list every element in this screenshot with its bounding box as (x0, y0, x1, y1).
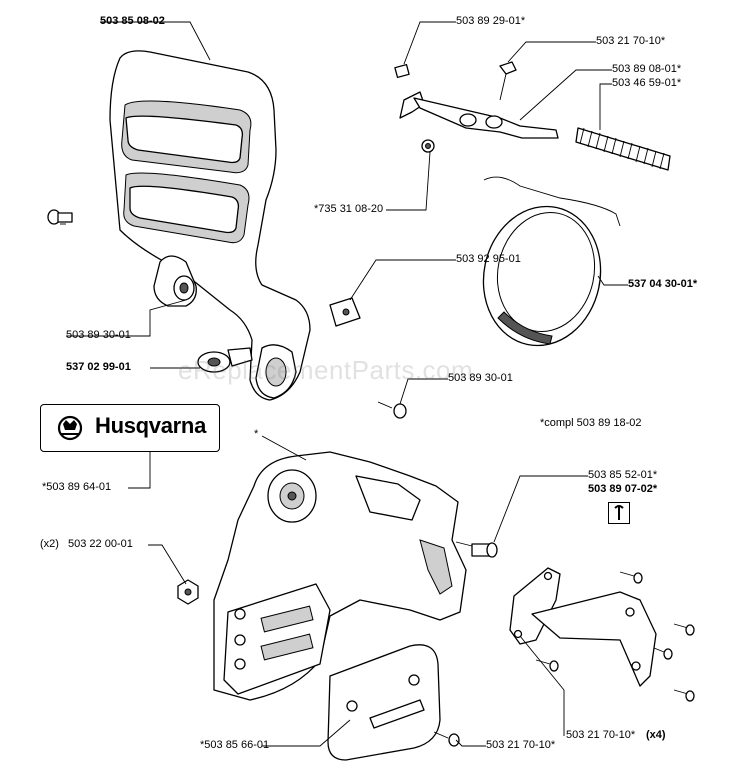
front-handguard (109, 50, 311, 401)
logo-text: Husqvarna (95, 413, 207, 438)
screw-mid (377, 401, 407, 419)
label-nut: 503 22 00-01 (68, 538, 133, 550)
label-screw-mid: 503 89 30-01 (448, 372, 513, 384)
label-bushing: 537 02 99-01 (66, 361, 131, 373)
right-brackets (509, 567, 657, 687)
clutch-cover (213, 451, 467, 701)
screw-bottom (433, 731, 460, 747)
label-spring-a: 503 89 08-01* (612, 63, 682, 75)
label-cover-star: * (254, 428, 259, 440)
label-pin-b: 503 89 07-02* (588, 483, 658, 495)
washer (329, 297, 361, 327)
watermark: eReplacementParts.com (178, 355, 474, 385)
label-decal: *503 89 64-01 (42, 481, 112, 493)
label-top-pin: 503 89 29-01* (456, 15, 526, 27)
label-nut-qty: (x2) (40, 538, 59, 550)
label-handguard: 503 85 08-02 (100, 15, 165, 27)
wrench-icon (608, 502, 630, 524)
label-spring-b: 503 46 59-01* (612, 77, 682, 89)
right-screws (535, 571, 695, 702)
label-circlip: *735 31 08-20 (314, 203, 384, 215)
husqvarna-decal: Husqvarna (40, 404, 220, 452)
brake-band (482, 176, 621, 347)
bushing (197, 347, 253, 373)
label-compl: *compl 503 89 18-02 (540, 417, 642, 429)
label-screw-left: 503 89 30-01 (66, 329, 131, 341)
label-pin-a: 503 85 52-01* (588, 469, 658, 481)
leader-lines (60, 21, 628, 747)
label-brake-band: 537 04 30-01* (628, 278, 698, 290)
label-screw-right-qty: (x4) (646, 729, 666, 741)
label-screw-top: 503 21 70-10* (596, 35, 666, 47)
guide-pin (455, 541, 498, 558)
label-plate: *503 85 66-01 (200, 739, 270, 751)
label-screw-right: 503 21 70-10* (566, 729, 636, 741)
screw-left (47, 209, 73, 225)
bar-plate (327, 644, 441, 761)
husqvarna-crown-icon (57, 415, 83, 441)
nut-left (177, 579, 199, 605)
spring (575, 127, 671, 171)
label-washer: 503 92 95-01 (456, 253, 521, 265)
brake-linkage (394, 61, 559, 153)
label-screw-bottom: 503 21 70-10* (486, 739, 556, 751)
